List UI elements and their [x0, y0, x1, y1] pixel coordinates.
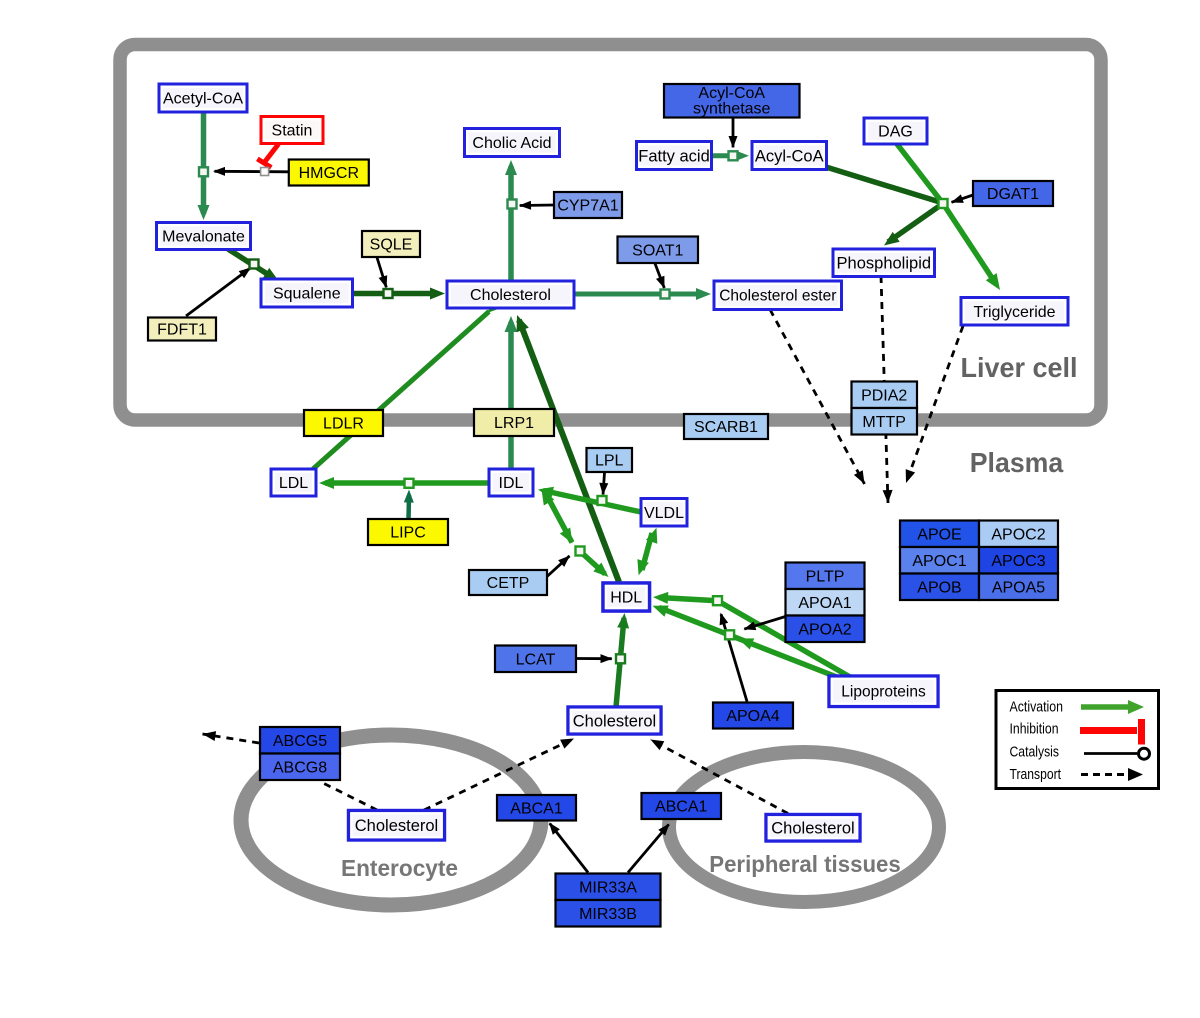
svg-text:APOA1: APOA1 — [798, 595, 851, 612]
svg-text:APOA5: APOA5 — [992, 579, 1045, 596]
svg-text:APOC1: APOC1 — [912, 553, 966, 570]
svg-text:Fatty acid: Fatty acid — [638, 147, 710, 165]
svg-text:Cholesterol ester: Cholesterol ester — [719, 288, 836, 305]
svg-text:LPL: LPL — [595, 453, 624, 470]
svg-text:synthetase: synthetase — [693, 101, 770, 118]
svg-text:MIR33B: MIR33B — [579, 906, 637, 923]
svg-text:APOA4: APOA4 — [726, 708, 779, 725]
svg-text:APOA2: APOA2 — [798, 621, 851, 638]
svg-text:Statin: Statin — [272, 123, 313, 140]
svg-text:PDIA2: PDIA2 — [861, 387, 907, 404]
svg-text:PLTP: PLTP — [806, 568, 845, 585]
svg-text:VLDL: VLDL — [644, 505, 684, 522]
svg-text:Acyl-CoA: Acyl-CoA — [698, 85, 765, 102]
svg-text:APOE: APOE — [917, 526, 961, 543]
svg-text:Plasma: Plasma — [970, 447, 1064, 478]
svg-text:IDL: IDL — [499, 475, 524, 492]
svg-text:Mevalonate: Mevalonate — [162, 229, 245, 246]
svg-text:SQLE: SQLE — [370, 237, 413, 254]
svg-text:HMGCR: HMGCR — [299, 165, 359, 182]
svg-text:LRP1: LRP1 — [494, 415, 534, 432]
svg-text:CETP: CETP — [487, 575, 530, 592]
svg-text:Cholesterol: Cholesterol — [470, 287, 551, 304]
svg-text:CYP7A1: CYP7A1 — [557, 198, 618, 215]
svg-text:ABCG8: ABCG8 — [273, 759, 327, 776]
svg-text:ABCA1: ABCA1 — [510, 800, 563, 817]
svg-text:LIPC: LIPC — [390, 525, 426, 542]
svg-text:Liver cell: Liver cell — [961, 352, 1078, 383]
svg-text:LCAT: LCAT — [516, 651, 556, 668]
svg-text:Acyl-CoA: Acyl-CoA — [755, 147, 824, 165]
svg-text:Cholesterol: Cholesterol — [771, 820, 854, 838]
svg-text:Cholic Acid: Cholic Acid — [472, 135, 551, 152]
svg-text:Triglyceride: Triglyceride — [973, 304, 1055, 321]
svg-text:Activation: Activation — [1010, 698, 1064, 715]
svg-text:Squalene: Squalene — [273, 286, 341, 303]
svg-text:MIR33A: MIR33A — [579, 879, 637, 896]
svg-text:Cholesterol: Cholesterol — [573, 712, 656, 730]
svg-text:SOAT1: SOAT1 — [632, 242, 683, 259]
svg-text:LDLR: LDLR — [323, 416, 364, 433]
svg-text:SCARB1: SCARB1 — [694, 419, 758, 436]
svg-text:APOB: APOB — [917, 579, 961, 596]
svg-text:Phospholipid: Phospholipid — [837, 255, 932, 273]
svg-text:DAG: DAG — [878, 124, 913, 141]
svg-text:APOC3: APOC3 — [991, 553, 1045, 570]
svg-text:DGAT1: DGAT1 — [987, 186, 1039, 203]
svg-text:LDL: LDL — [279, 475, 308, 492]
svg-text:Transport: Transport — [1010, 766, 1062, 783]
svg-text:Cholesterol: Cholesterol — [355, 817, 438, 835]
svg-text:Acetyl-CoA: Acetyl-CoA — [163, 91, 243, 108]
svg-text:MTTP: MTTP — [862, 414, 906, 431]
svg-text:Enterocyte: Enterocyte — [341, 855, 458, 881]
svg-text:Catalysis: Catalysis — [1010, 743, 1060, 760]
svg-text:APOC2: APOC2 — [991, 526, 1045, 543]
svg-text:ABCG5: ABCG5 — [273, 733, 327, 750]
svg-text:Peripheral tissues: Peripheral tissues — [709, 851, 901, 877]
svg-text:HDL: HDL — [610, 590, 642, 607]
svg-text:FDFT1: FDFT1 — [157, 322, 207, 339]
svg-text:ABCA1: ABCA1 — [655, 799, 708, 816]
svg-text:Lipoproteins: Lipoproteins — [841, 684, 926, 701]
svg-text:Inhibition: Inhibition — [1010, 720, 1059, 737]
